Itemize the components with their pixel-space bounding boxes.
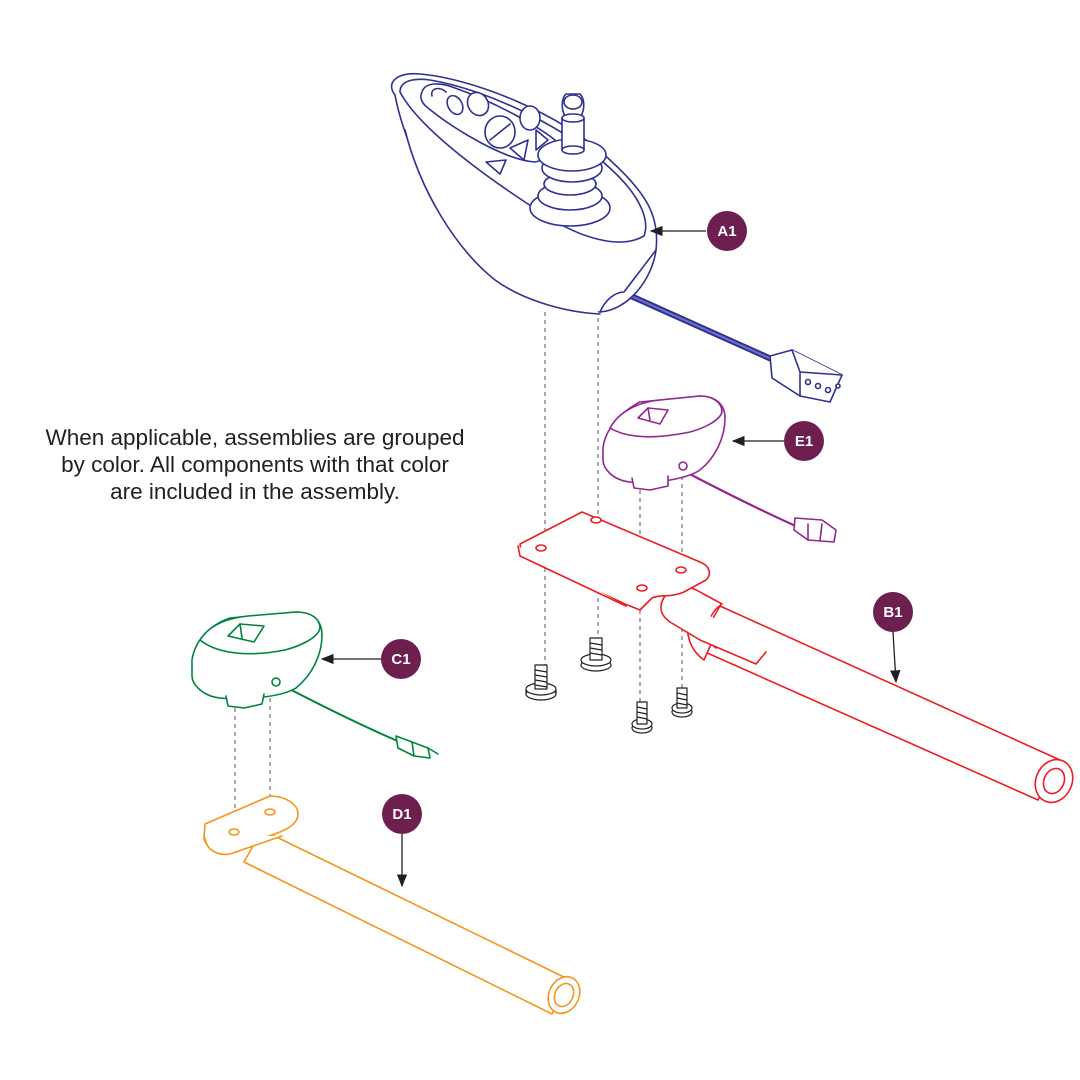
callout-a1: A1 — [707, 211, 747, 251]
svg-text:C1: C1 — [391, 651, 410, 668]
switch-module-c1 — [191, 611, 439, 759]
svg-text:D1: D1 — [392, 806, 411, 823]
support-arm-d1 — [203, 795, 581, 1015]
callout-e1: E1 — [784, 421, 824, 461]
svg-text:B1: B1 — [883, 604, 902, 621]
callout-c1: C1 — [381, 639, 421, 679]
note-line-3: are included in the assembly. — [110, 479, 400, 504]
mounting-screws — [525, 637, 693, 734]
assembly-color-note: When applicable, assemblies are grouped … — [0, 424, 510, 505]
joystick-controller-a1 — [390, 72, 843, 403]
screw-2 — [580, 637, 612, 672]
screw-3 — [631, 701, 653, 734]
callout-b1: B1 — [873, 592, 913, 632]
screw-1 — [525, 664, 557, 701]
mounting-bracket-b1 — [517, 511, 1074, 804]
screw-4 — [671, 687, 693, 718]
svg-text:A1: A1 — [717, 223, 736, 240]
note-line-1: When applicable, assemblies are grouped — [45, 425, 465, 450]
note-line-2: by color. All components with that color — [61, 452, 449, 477]
svg-text:E1: E1 — [795, 433, 813, 450]
switch-module-e1 — [602, 395, 837, 543]
callout-d1: D1 — [382, 794, 422, 834]
callout-leaders — [320, 225, 901, 888]
